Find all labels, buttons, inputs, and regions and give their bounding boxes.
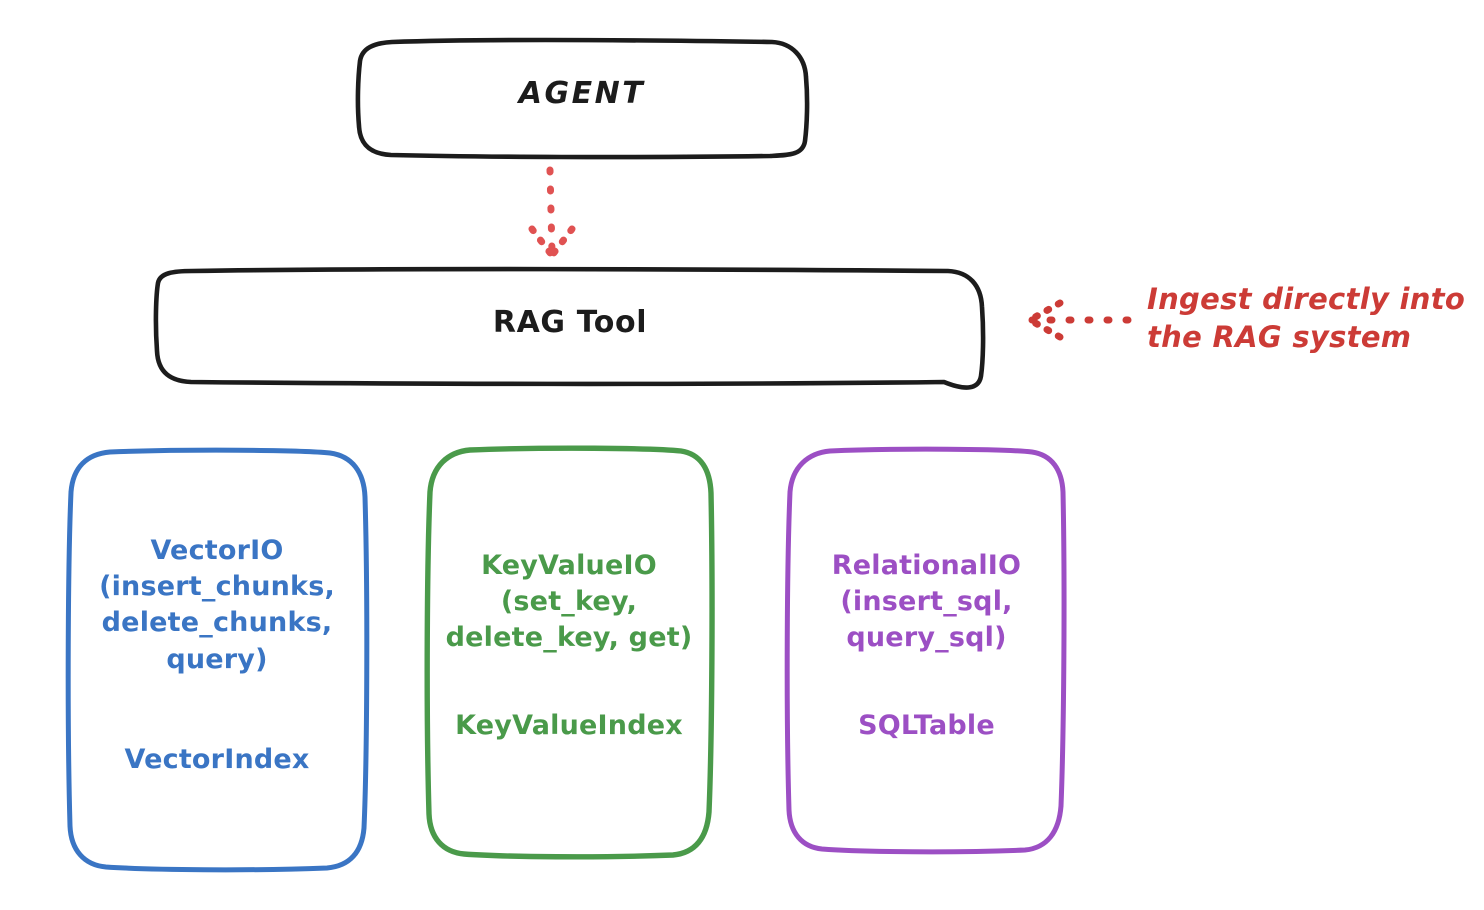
agent-to-rag-line [546, 166, 556, 256]
annotation-arrowhead-bottom [1026, 316, 1064, 341]
node-agent[interactable] [355, 37, 810, 160]
key-value-io-box-outline [424, 445, 715, 860]
connector-agent-to-rag-tool [528, 166, 576, 258]
relational-io-box-outline [784, 446, 1067, 855]
node-key-value-io[interactable] [424, 445, 715, 860]
agent-box-outline [355, 37, 810, 160]
node-rag-tool[interactable] [153, 266, 986, 390]
connector-annotation-to-rag-tool [1026, 299, 1132, 341]
annotation-arrowhead-top [1026, 299, 1064, 324]
rag-tool-box-outline [153, 266, 986, 390]
node-relational-io[interactable] [784, 446, 1067, 855]
agent-to-rag-arrowhead-left [528, 225, 555, 258]
agent-to-rag-arrowhead-right [549, 225, 576, 258]
vector-io-box-outline [65, 447, 370, 873]
node-vector-io[interactable] [65, 447, 370, 873]
